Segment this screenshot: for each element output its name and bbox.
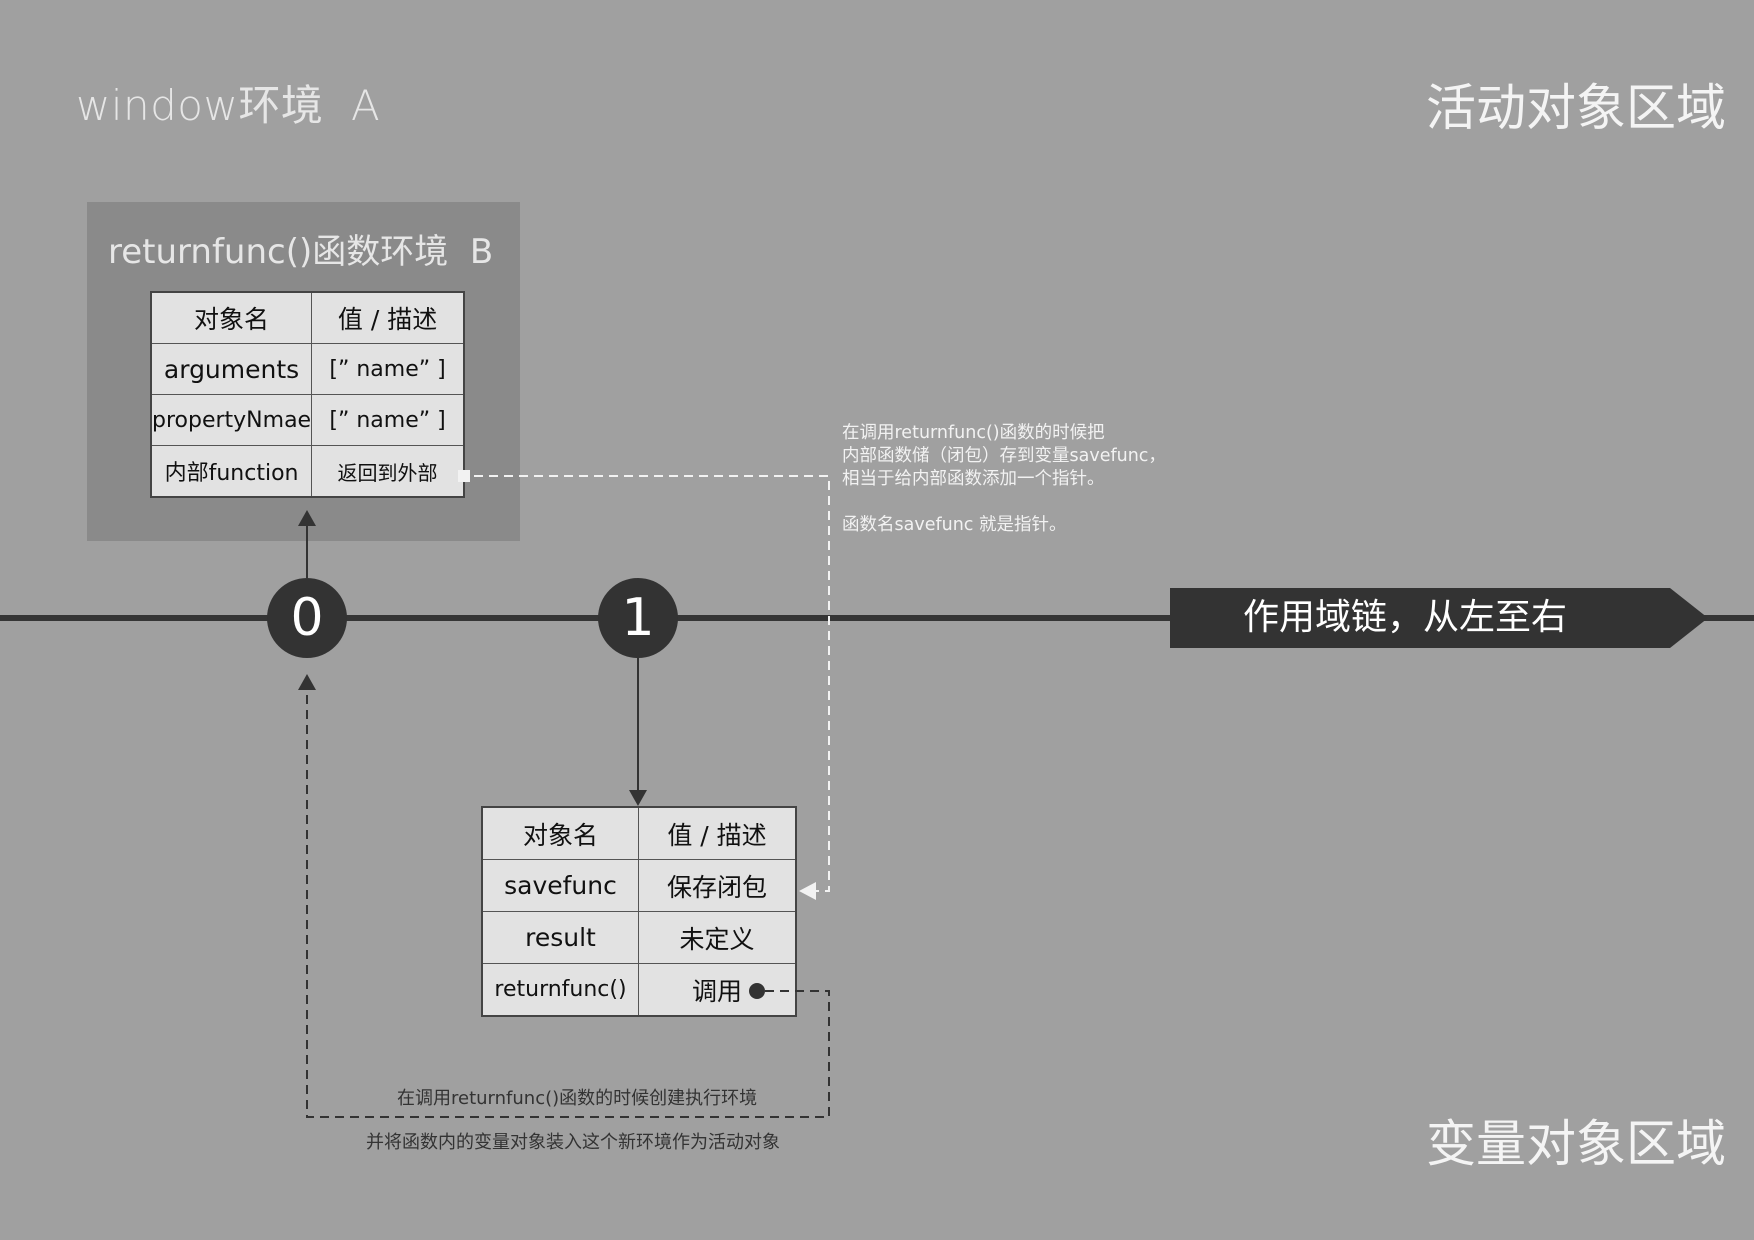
scope-chain-banner-label: 作用域链，从左至右 bbox=[1242, 597, 1567, 638]
global-variable-table: 对象名 值 / 描述 savefunc 保存闭包 result 未定义 retu… bbox=[481, 806, 797, 1017]
function-env-title: returnfunc()函数环境 B bbox=[108, 232, 494, 272]
row-value: 未定义 bbox=[638, 911, 797, 964]
header-value: 值 / 描述 bbox=[311, 291, 465, 344]
row-name: savefunc bbox=[481, 859, 639, 912]
active-object-region-label: 活动对象区域 bbox=[1426, 79, 1726, 137]
closure-note: 在调用returnfunc()函数的时候把 内部函数储（闭包）存到变量savef… bbox=[842, 423, 1166, 535]
row-name: arguments bbox=[150, 343, 313, 395]
table-row: propertyNmae [” name” ] bbox=[150, 394, 465, 446]
scope-chain-line bbox=[0, 615, 1754, 621]
scope-node-0: 0 bbox=[267, 578, 347, 658]
call-note-line-2: 并将函数内的变量对象装入这个新环境作为活动对象 bbox=[366, 1132, 780, 1153]
row-value: [” name” ] bbox=[311, 394, 465, 446]
window-env-label: window环境 A bbox=[76, 81, 381, 130]
row-name: propertyNmae bbox=[150, 394, 313, 446]
arrow-up-icon bbox=[298, 510, 316, 526]
row-value: 返回到外部 bbox=[311, 445, 465, 498]
table-header-row: 对象名 值 / 描述 bbox=[481, 806, 797, 860]
table-row: result 未定义 bbox=[481, 911, 797, 964]
scope-chain-banner bbox=[1170, 588, 1708, 648]
row-value: 调用 bbox=[638, 963, 797, 1017]
closure-dashed-line bbox=[474, 475, 830, 892]
table-row: 内部function 返回到外部 bbox=[150, 445, 465, 498]
call-dot-icon bbox=[749, 983, 765, 999]
scope-node-1: 1 bbox=[598, 578, 678, 658]
variable-object-region-label: 变量对象区域 bbox=[1426, 1115, 1726, 1173]
closure-anchor-square-icon bbox=[458, 470, 470, 482]
arrow-down-icon bbox=[629, 790, 647, 806]
table-row: returnfunc() 调用 bbox=[481, 963, 797, 1017]
arrow-left-icon bbox=[799, 882, 816, 900]
call-note-line-1: 在调用returnfunc()函数的时候创建执行环境 bbox=[397, 1088, 758, 1109]
arrow-up-icon bbox=[298, 674, 316, 690]
call-dashed-line bbox=[306, 690, 830, 1118]
row-value: 保存闭包 bbox=[638, 859, 797, 912]
function-env-table: 对象名 值 / 描述 arguments [” name” ] property… bbox=[150, 291, 465, 498]
table-header-row: 对象名 值 / 描述 bbox=[150, 291, 465, 344]
table-row: savefunc 保存闭包 bbox=[481, 859, 797, 912]
header-value: 值 / 描述 bbox=[638, 806, 797, 860]
row-name: 内部function bbox=[150, 445, 313, 498]
row-name: result bbox=[481, 911, 639, 964]
